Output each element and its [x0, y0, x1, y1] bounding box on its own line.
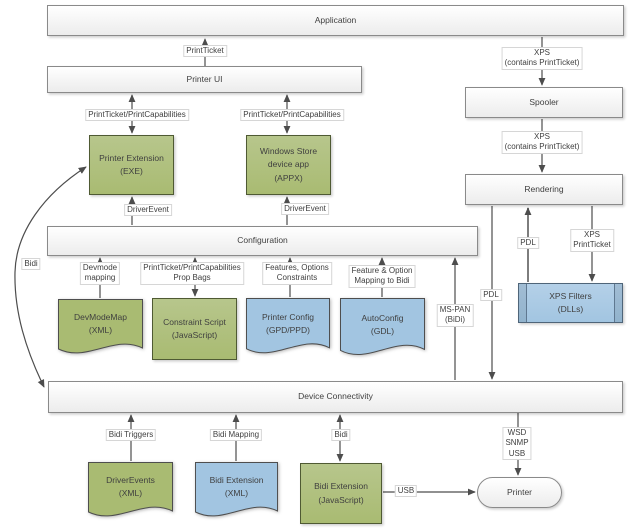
label-driverevent-right: DriverEvent — [281, 203, 329, 216]
label-printticket-printcapabilities-left: PrintTicket/PrintCapabilities — [85, 109, 189, 122]
node-printer-extension: Printer Extension (EXE) — [89, 135, 174, 195]
node-devmodemap-label: DevModeMap (XML) — [74, 312, 127, 335]
label-xps-contains-printticket-2: XPS (contains PrintTicket) — [501, 131, 583, 154]
node-printer-label: Printer — [506, 486, 533, 497]
node-driverevents: DriverEvents (XML) — [88, 462, 173, 524]
label-xps-printticket: XPS PrintTicket — [570, 229, 614, 252]
document-shape — [340, 298, 425, 356]
node-constraint-script: Constraint Script (JavaScript) — [152, 298, 237, 360]
node-printer-ui-label: Printer UI — [186, 73, 223, 84]
document-shape — [88, 462, 173, 517]
node-configuration-label: Configuration — [237, 235, 288, 246]
label-pdl-left: PDL — [480, 289, 502, 302]
label-driverevent-left: DriverEvent — [124, 204, 172, 217]
node-application-label: Application — [314, 14, 357, 25]
label-bidi-bottom: Bidi — [331, 429, 351, 442]
label-wsd-snmp-usb: WSD SNMP USB — [502, 427, 532, 461]
node-printer-ui: Printer UI — [47, 66, 362, 93]
node-bidi-extension-xml-label: Bidi Extension (XML) — [209, 475, 264, 498]
node-rendering-label: Rendering — [524, 183, 564, 194]
node-constraint-script-label: Constraint Script (JavaScript) — [163, 316, 226, 340]
label-printticket: PrintTicket — [183, 45, 227, 58]
label-devmode-mapping: Devmode mapping — [79, 262, 121, 285]
node-spooler-label: Spooler — [529, 96, 559, 107]
node-bidi-extension-js-label: Bidi Extension (JavaScript) — [314, 481, 368, 505]
node-configuration: Configuration — [47, 226, 478, 256]
label-features-options-constraints: Features, Options Constraints — [262, 262, 332, 285]
label-bidi-triggers: Bidi Triggers — [105, 429, 157, 442]
document-shape — [195, 462, 278, 517]
node-printer-config: Printer Config (GPD/PPD) — [246, 298, 330, 361]
node-devmodemap: DevModeMap (XML) — [58, 299, 143, 361]
node-spooler: Spooler — [465, 87, 623, 118]
document-shape — [246, 298, 330, 354]
node-windows-store-app-label: Windows Store device app (APPX) — [259, 146, 318, 183]
node-printer: Printer — [477, 477, 562, 508]
node-rendering: Rendering — [465, 174, 623, 205]
node-xps-filters-label: XPS Filters (DLLs) — [549, 290, 592, 314]
label-pdl-right: PDL — [517, 237, 539, 250]
node-driverevents-label: DriverEvents (XML) — [106, 475, 155, 498]
node-application: Application — [47, 5, 624, 36]
label-bidi-left: Bidi — [21, 258, 41, 271]
node-device-connectivity: Device Connectivity — [48, 381, 623, 413]
label-usb: USB — [394, 485, 418, 498]
node-device-connectivity-label: Device Connectivity — [298, 391, 373, 402]
node-printer-extension-label: Printer Extension (EXE) — [99, 152, 164, 176]
label-feature-option-mapping-bidi: Feature & Option Mapping to Bidi — [348, 265, 416, 288]
label-printticket-printcapabilities-right: PrintTicket/PrintCapabilities — [240, 109, 344, 122]
node-bidi-extension-js: Bidi Extension (JavaScript) — [300, 463, 382, 524]
node-printer-config-label: Printer Config (GPD/PPD) — [262, 311, 314, 335]
predefined-process-bar-left — [519, 284, 527, 322]
node-autoconfig: AutoConfig (GDL) — [340, 298, 425, 363]
label-xps-contains-printticket-1: XPS (contains PrintTicket) — [501, 47, 583, 70]
arrow-bidi-curve — [14, 166, 87, 388]
label-ms-pan-bidi: MS-PAN (BiDi) — [436, 304, 474, 327]
node-windows-store-app: Windows Store device app (APPX) — [246, 135, 331, 195]
label-bidi-mapping: Bidi Mapping — [209, 429, 263, 442]
node-xps-filters: XPS Filters (DLLs) — [518, 283, 623, 323]
node-bidi-extension-xml: Bidi Extension (XML) — [195, 462, 278, 524]
predefined-process-bar-right — [614, 284, 622, 322]
node-autoconfig-label: AutoConfig (GDL) — [361, 312, 404, 336]
label-ptpc-prop-bags: PrintTicket/PrintCapabilities Prop Bags — [140, 262, 244, 285]
